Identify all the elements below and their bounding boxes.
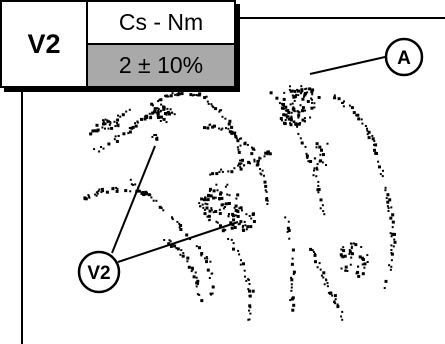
- callout-a-label: A: [397, 48, 411, 69]
- callout-a-circle: [384, 37, 424, 77]
- spec-detail: Cs - Nm 2 ± 10%: [88, 2, 234, 86]
- spec-code: V2: [2, 2, 88, 86]
- callout-v2-circle: [77, 250, 121, 294]
- callout-v2-label: V2: [87, 263, 110, 284]
- callout-v2-leader-2: [117, 221, 239, 263]
- callout-v2-leader-1: [111, 145, 156, 254]
- callout-a-leader: [309, 56, 386, 75]
- spec-table: V2 Cs - Nm 2 ± 10%: [0, 0, 236, 88]
- frame-top-line: [236, 17, 445, 19]
- spec-unit: Cs - Nm: [88, 2, 234, 45]
- frame-left-line: [21, 88, 23, 344]
- stipple-dots: [83, 85, 397, 321]
- spec-value: 2 ± 10%: [88, 45, 234, 86]
